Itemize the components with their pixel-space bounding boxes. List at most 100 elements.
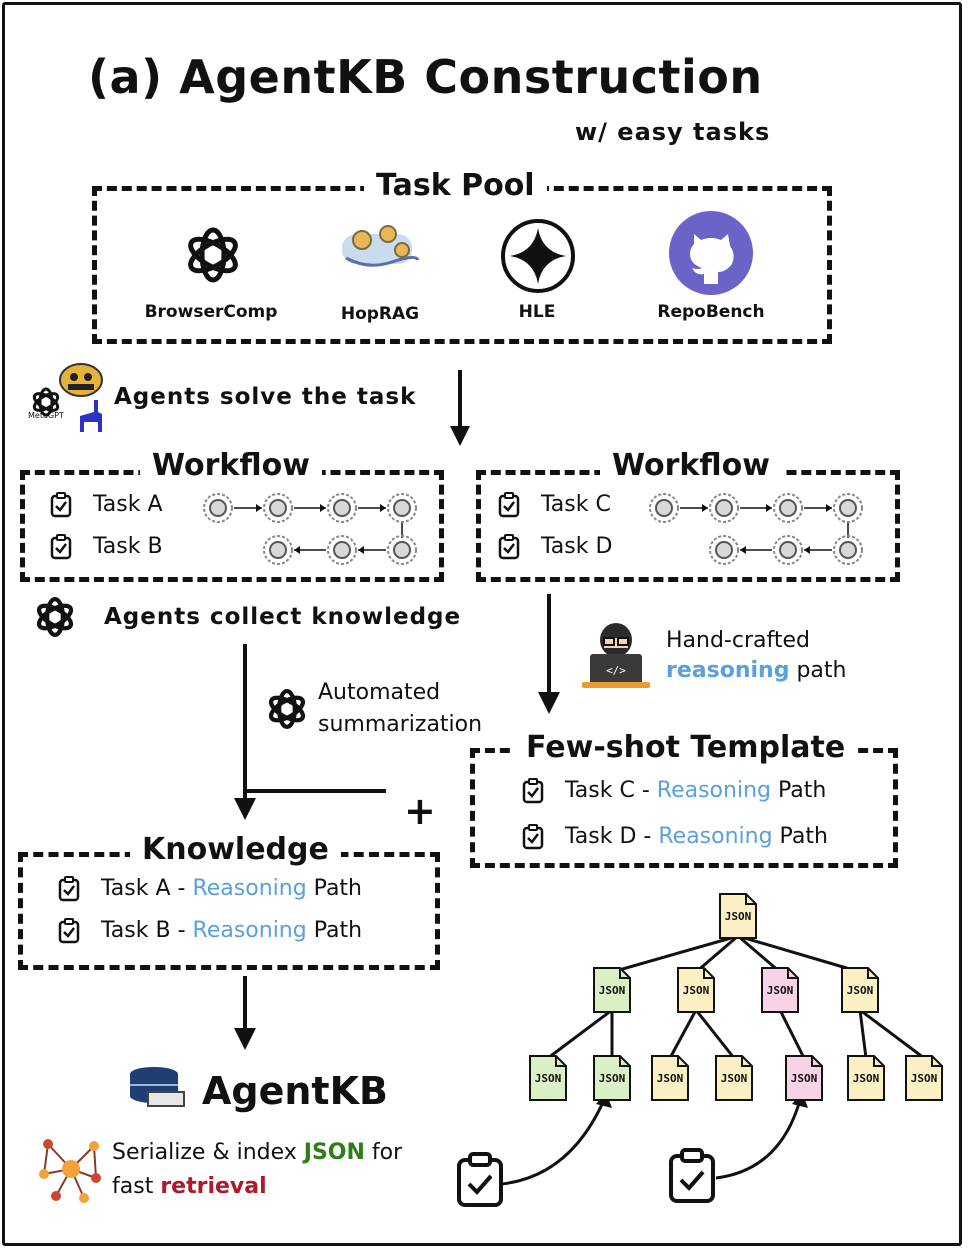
serialize-for: for xyxy=(364,1140,403,1165)
row-sep: - xyxy=(170,876,193,901)
openai-logo-icon xyxy=(36,597,74,637)
workflow-arrowhead xyxy=(702,504,708,512)
task-label: Task B xyxy=(93,534,163,559)
json-tag: JSON xyxy=(598,1072,626,1085)
few-shot-row-2: Task D - Reasoning Path xyxy=(522,824,828,850)
clipboard-check-icon xyxy=(498,492,520,518)
workflow-left-chain xyxy=(203,493,417,565)
row-path: Path xyxy=(306,876,362,901)
openai-logo-icon xyxy=(188,227,238,283)
workflow-node xyxy=(839,499,857,517)
workflow-node xyxy=(269,499,287,517)
json-doc-shape xyxy=(593,1055,631,1101)
json-doc-shape xyxy=(529,1055,567,1101)
agentkb-label: AgentKB xyxy=(202,1069,389,1113)
workflow-arrowhead xyxy=(256,504,262,512)
json-tag: JSON xyxy=(598,984,626,997)
serialize-retrieval-word: retrieval xyxy=(160,1174,267,1199)
workflow-node-ring xyxy=(263,535,293,565)
handcrafted-highlight: reasoning xyxy=(666,658,790,683)
hle-logo-icon xyxy=(501,219,575,293)
json-file-icon: JSON xyxy=(714,1054,754,1102)
row-task: Task B xyxy=(101,918,171,943)
source-repobench: RepoBench xyxy=(657,302,765,322)
serialize-line2: fast retrieval xyxy=(112,1172,267,1202)
workflow-node-ring xyxy=(263,493,293,523)
knowledge-label: Knowledge xyxy=(130,832,341,867)
programmer-icon: </> xyxy=(582,623,650,688)
json-file-icon: JSON xyxy=(592,1054,632,1102)
workflow-node xyxy=(269,541,287,559)
workflow-right-task-d: Task D xyxy=(498,534,612,560)
row-sep: - xyxy=(634,778,657,803)
query-clipboard-icon xyxy=(457,1152,503,1207)
json-file-icon: JSON xyxy=(718,892,758,940)
clipboard-check-icon xyxy=(58,876,80,902)
llama-icon xyxy=(80,400,102,432)
svg-text:</>: </> xyxy=(606,664,626,677)
metagpt-logo-icon xyxy=(32,387,60,417)
handcrafted-line2: reasoning path xyxy=(666,656,846,686)
workflow-node xyxy=(333,541,351,559)
json-file-icon: JSON xyxy=(650,1054,690,1102)
json-tag: JSON xyxy=(790,1072,818,1085)
json-doc-shape xyxy=(847,1055,885,1101)
json-doc-shape xyxy=(593,967,631,1013)
row-path: Path xyxy=(772,824,828,849)
merge-line xyxy=(244,789,386,793)
task-label: Task C xyxy=(541,492,611,517)
source-hle: HLE xyxy=(518,302,556,322)
knowledge-row-1: Task A - Reasoning Path xyxy=(58,876,362,902)
workflow-node-ring xyxy=(833,493,863,523)
workflow-arrowhead xyxy=(766,504,772,512)
json-file-icon: JSON xyxy=(528,1054,568,1102)
workflow-node-ring xyxy=(773,535,803,565)
metagpt-label: MetaGPT xyxy=(28,411,64,420)
json-file-icon: JSON xyxy=(846,1054,886,1102)
workflow-left-task-a: Task A xyxy=(50,492,163,518)
workflow-node-ring xyxy=(327,535,357,565)
serialize-fast: fast xyxy=(112,1174,161,1199)
workflow-arrowhead xyxy=(740,546,746,554)
workflow-right-chain xyxy=(649,493,863,565)
row-task: Task C xyxy=(565,778,635,803)
json-file-icon: JSON xyxy=(784,1054,824,1102)
row-task: Task A xyxy=(101,876,171,901)
clipboard-check-icon xyxy=(50,492,72,518)
database-icon xyxy=(130,1067,185,1107)
workflow-right-label: Workflow xyxy=(600,448,782,483)
json-doc-shape xyxy=(761,967,799,1013)
row-path: Path xyxy=(306,918,363,943)
workflow-node-ring xyxy=(327,493,357,523)
hoprag-logo-icon xyxy=(342,225,420,267)
json-tag: JSON xyxy=(724,910,752,923)
row-sep: - xyxy=(170,918,193,943)
workflow-node-ring xyxy=(649,493,679,523)
serialize-text: Serialize & index xyxy=(112,1140,304,1165)
json-doc-shape xyxy=(651,1055,689,1101)
row-reasoning: Reasoning xyxy=(192,876,307,901)
workflow-arrowhead xyxy=(804,546,810,554)
openai-logo-icon xyxy=(268,689,306,729)
task-pool-label: Task Pool xyxy=(364,168,547,203)
workflow-arrowhead xyxy=(320,504,326,512)
workflow-node-ring xyxy=(387,493,417,523)
row-task: Task D xyxy=(565,824,637,849)
workflow-left-label: Workflow xyxy=(140,448,322,483)
arrow-pool-to-workflow xyxy=(450,370,470,446)
source-browsercomp: BrowserComp xyxy=(144,302,278,322)
json-doc-shape xyxy=(719,893,757,939)
serialize-json-word: JSON xyxy=(303,1140,365,1165)
figure-subtitle: w/ easy tasks xyxy=(575,118,771,146)
workflow-arrowhead xyxy=(294,546,300,554)
json-tag: JSON xyxy=(720,1072,748,1085)
knowledge-row-2: Task B - Reasoning Path xyxy=(58,918,362,944)
json-doc-shape xyxy=(715,1055,753,1101)
workflow-node-ring xyxy=(709,493,739,523)
serialize-line1: Serialize & index JSON for xyxy=(112,1138,402,1168)
clipboard-check-icon xyxy=(50,534,72,560)
handcrafted-line1: Hand-crafted xyxy=(666,628,810,653)
json-tag: JSON xyxy=(656,1072,684,1085)
workflow-node xyxy=(779,499,797,517)
few-shot-label: Few-shot Template xyxy=(514,730,858,765)
